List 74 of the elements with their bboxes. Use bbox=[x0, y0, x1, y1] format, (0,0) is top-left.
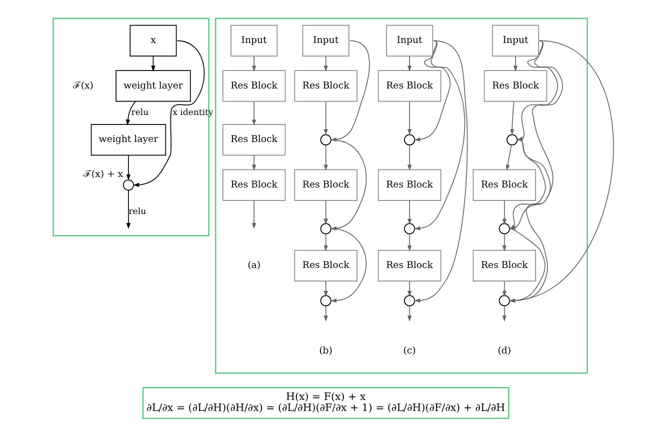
arrow bbox=[407, 280, 412, 297]
arrow bbox=[324, 306, 328, 322]
arrow bbox=[252, 56, 256, 72]
arrow bbox=[506, 144, 512, 171]
arrow bbox=[407, 233, 412, 252]
arrow bbox=[414, 40, 466, 230]
node-circle bbox=[320, 295, 332, 306]
node-box: Input bbox=[492, 24, 540, 56]
arrow bbox=[133, 40, 205, 187]
arrow bbox=[324, 101, 328, 136]
node-box: H(x) = F(x) + x ∂L/∂x = (∂L/∂H)(∂H/∂x) = (∂L/∂H)(∂F/∂x + 1) = (∂L/∂H)(∂F/∂x) + ∂L/∂H bbox=[142, 387, 510, 420]
cluster bbox=[214, 18, 588, 374]
arrow bbox=[330, 228, 367, 303]
arrow bbox=[414, 40, 451, 142]
node-box: Res Block bbox=[222, 124, 286, 156]
arrow bbox=[151, 56, 156, 72]
node-circle bbox=[498, 223, 510, 234]
node-box: Res Block bbox=[378, 169, 442, 201]
node-box: x bbox=[130, 24, 177, 56]
node-circle bbox=[320, 134, 332, 146]
edge-label: relu bbox=[131, 108, 149, 118]
node-box: Res Block bbox=[472, 169, 536, 201]
node-box: Res Block bbox=[222, 169, 286, 201]
arrow bbox=[502, 233, 507, 252]
node-box: Res Block bbox=[472, 250, 536, 282]
arrow bbox=[502, 306, 507, 322]
arrow bbox=[126, 154, 131, 180]
arrow bbox=[513, 56, 518, 72]
node-circle bbox=[506, 134, 518, 146]
arrow bbox=[324, 233, 328, 252]
label: (a) bbox=[248, 260, 261, 272]
edge-label: relu bbox=[128, 207, 146, 218]
node-box: weight layer bbox=[90, 124, 166, 156]
node-box: Res Block bbox=[484, 70, 548, 102]
node-box: Input bbox=[302, 24, 350, 56]
label: (c) bbox=[403, 345, 416, 356]
node-box: Res Block bbox=[378, 250, 442, 282]
arrow bbox=[407, 56, 412, 72]
arrow bbox=[324, 280, 328, 297]
node-box: Res Block bbox=[294, 250, 358, 282]
node-box: Res Block bbox=[222, 70, 286, 102]
arrow bbox=[324, 56, 328, 72]
arrow bbox=[407, 144, 412, 171]
arrow bbox=[252, 101, 256, 126]
arrow bbox=[324, 200, 328, 225]
label: (d) bbox=[498, 345, 512, 356]
arrow bbox=[252, 154, 256, 171]
arrow bbox=[126, 190, 131, 229]
arrow bbox=[252, 200, 256, 230]
node-circle bbox=[404, 134, 416, 146]
arrow bbox=[407, 306, 412, 322]
arrow bbox=[509, 228, 546, 303]
arrow bbox=[407, 200, 412, 225]
arrow bbox=[324, 144, 328, 171]
node-label: ℱ(x) + x bbox=[83, 169, 124, 180]
node-box: Res Block bbox=[378, 70, 442, 102]
label: (b) bbox=[319, 345, 332, 356]
node-circle bbox=[404, 223, 416, 234]
arrow bbox=[407, 101, 412, 136]
node-box: Res Block bbox=[294, 169, 358, 201]
arrow bbox=[126, 100, 136, 126]
arrow bbox=[414, 40, 468, 303]
node-box: Res Block bbox=[294, 70, 358, 102]
arrow bbox=[502, 280, 507, 297]
arrow bbox=[510, 101, 514, 136]
node-circle bbox=[498, 295, 510, 306]
node-box: Input bbox=[230, 24, 278, 56]
node-circle bbox=[404, 295, 416, 306]
label: ℱ(x) bbox=[72, 80, 94, 92]
node-circle bbox=[320, 223, 332, 234]
node-box: Input bbox=[386, 24, 434, 56]
node-box: weight layer bbox=[116, 70, 191, 102]
arrow bbox=[502, 200, 507, 225]
node-circle bbox=[122, 180, 134, 191]
